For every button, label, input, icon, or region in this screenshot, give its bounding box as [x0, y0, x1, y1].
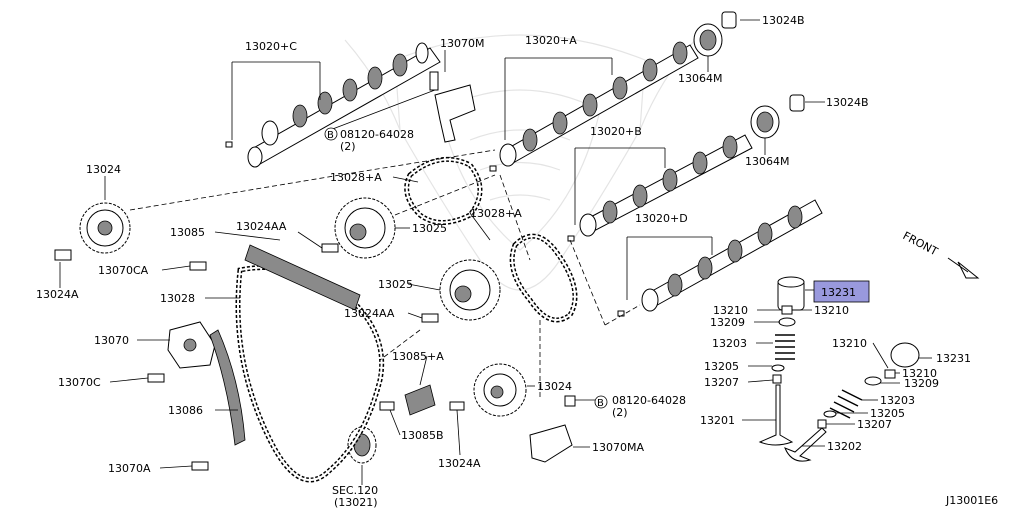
label-collet-1b: 13210 [814, 304, 849, 317]
label-bolt-b-top-qty: (2) [340, 140, 356, 153]
label-collet-1: 13210 [713, 304, 748, 317]
label-cover-2: 13064M [745, 155, 789, 168]
label-cover-1: 13064M [678, 72, 722, 85]
label-camshaft-a: 13020+A [525, 34, 577, 47]
leader-lines [59, 19, 932, 485]
label-spring-1: 13203 [712, 337, 747, 350]
label-tension-guide: 13086 [168, 404, 203, 417]
crank-sprocket [347, 426, 377, 464]
sprocket-13025-upper [334, 197, 396, 259]
label-bolt-70a: 13070A [108, 462, 151, 475]
label-collet-2: 13210 [832, 337, 867, 350]
label-valve-in: 13201 [700, 414, 735, 427]
tension-guide [209, 329, 246, 446]
label-collet-2b: 13210 [902, 367, 937, 380]
label-bolt-b-bot-qty: (2) [612, 406, 628, 419]
label-sprocket-left: 13024 [86, 163, 121, 176]
sensor-13070ma [529, 424, 573, 463]
bolts [147, 243, 576, 471]
sprocket-13025-lower [439, 259, 501, 321]
label-plug-1: 13024B [762, 14, 805, 27]
svg-text:B: B [597, 398, 604, 409]
label-bolt-c: 13070C [58, 376, 101, 389]
highlight-box [813, 280, 870, 303]
label-seat-1: 13205 [704, 360, 739, 373]
label-camshaft-d: 13020+D [635, 212, 688, 225]
label-bolt-b-bot: 08120-64028 [612, 394, 686, 407]
label-plug-2: 13024B [826, 96, 869, 109]
label-sec-ref: SEC.120 [332, 484, 378, 497]
label-sprocket-25a: 13025 [412, 222, 447, 235]
label-bolt-a-left: 13024A [36, 288, 79, 301]
cam-covers [693, 11, 805, 139]
label-slack-guide: 13085 [170, 226, 205, 239]
sprocket-bottom [473, 363, 527, 417]
label-seal-2: 13207 [857, 418, 892, 431]
label-sprocket-bottom: 13024 [537, 380, 572, 393]
label-bolt-aa1: 13024AA [236, 220, 287, 233]
label-guide-left: 13028+A [330, 171, 382, 184]
camshaft-d [617, 199, 823, 317]
sprocket-left [54, 202, 131, 261]
label-sec-ref-sub: (13021) [334, 496, 378, 509]
valve-train-exhaust [784, 342, 920, 462]
bolt-markers: B B [324, 127, 608, 409]
chain-guide-upper [404, 156, 483, 225]
label-camshaft-b: 13020+B [590, 125, 642, 138]
label-bolt-aa2: 13024AA [344, 307, 395, 320]
camshaft-b [567, 134, 753, 242]
label-lifter-2: 13231 [936, 352, 971, 365]
label-sprocket-25b: 13025 [378, 278, 413, 291]
label-guide-center: 13028+A [470, 207, 522, 220]
guide-13085a [404, 384, 436, 416]
svg-text:B: B [327, 130, 334, 141]
label-guide-85a: 13085+A [392, 350, 444, 363]
label-bolt-b-top: 08120-64028 [340, 128, 414, 141]
alignment-lines [129, 149, 641, 400]
label-bolt-ca: 13070CA [98, 264, 149, 277]
front-arrow: FRONT [901, 229, 980, 279]
label-retainer-2: 13209 [904, 377, 939, 390]
camshaft-a [489, 41, 699, 172]
sensor-13070m [429, 71, 476, 143]
label-bolt-a-bottom: 13024A [438, 457, 481, 470]
label-valve-ex: 13202 [827, 440, 862, 453]
label-tensioner: 13070 [94, 334, 129, 347]
label-camshaft-c: 13020+C [245, 40, 297, 53]
chain-guide-center [509, 233, 578, 323]
label-seat-2: 13205 [870, 407, 905, 420]
valve-train-intake [758, 276, 805, 446]
camshaft-c [225, 42, 441, 168]
part-labels: 13020+C 13020+A 13020+B 13020+D 13070M 0… [36, 14, 998, 509]
label-retainer-1: 13209 [710, 316, 745, 329]
label-spring-2: 13203 [880, 394, 915, 407]
tensioner [167, 321, 216, 369]
slack-guide [244, 244, 361, 311]
label-bolt-85b: 13085B [401, 429, 444, 442]
label-seal-1: 13207 [704, 376, 739, 389]
label-sensor-ma: 13070MA [592, 441, 644, 454]
front-label: FRONT [901, 229, 941, 258]
diagram-id: J13001E6 [945, 494, 998, 507]
label-sensor-m: 13070M [440, 37, 484, 50]
label-chain: 13028 [160, 292, 195, 305]
label-lifter-highlight: 13231 [821, 286, 856, 299]
